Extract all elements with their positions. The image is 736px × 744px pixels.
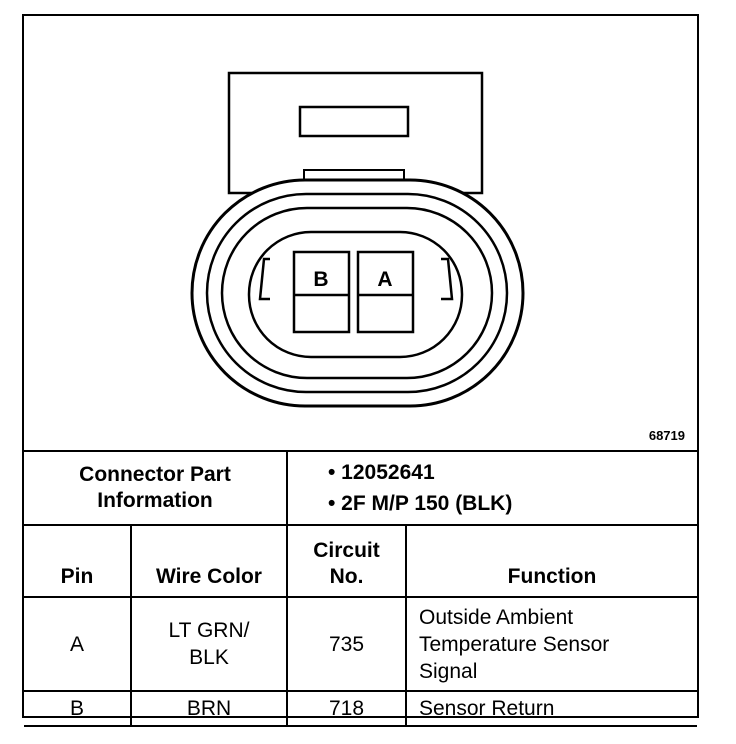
figure-id: 68719 — [648, 428, 685, 443]
connector-face — [247, 230, 464, 359]
table-header: Pin Wire Color Circuit No. Function — [24, 524, 697, 598]
right-key — [441, 257, 454, 301]
connector-seal-ring — [205, 192, 509, 394]
function-cell: Outside Ambient Temperature Sensor Signa… — [405, 596, 697, 692]
cavity-a-label: A — [377, 268, 392, 291]
part-description: • 2F M/P 150 (BLK) — [328, 492, 513, 515]
header-function: Function — [405, 524, 697, 598]
circuit-cell: 718 — [286, 690, 407, 727]
function-cell: Sensor Return — [405, 690, 697, 727]
part-number: • 12052641 — [328, 461, 435, 484]
wire-color-cell: LT GRN/ BLK — [130, 596, 288, 692]
wire-color-cell: BRN — [130, 690, 288, 727]
connector-table: Connector Part Information • 12052641 • … — [24, 450, 697, 727]
connector-part-values: • 12052641 • 2F M/P 150 (BLK) — [286, 450, 697, 526]
header-wire-color: Wire Color — [130, 524, 288, 598]
connector-part-label: Connector Part Information — [24, 450, 288, 526]
left-key — [258, 257, 270, 301]
cavity-b-label: B — [313, 268, 328, 291]
connector-inner-ring — [220, 206, 494, 380]
connector-lock-tab — [227, 71, 484, 195]
pin-cell: B — [24, 690, 132, 727]
header-circuit: Circuit No. — [286, 524, 407, 598]
connector-sheet: B A 68719 Connector Part Information • 1… — [22, 14, 699, 727]
table-row: B BRN 718 Sensor Return — [24, 690, 697, 727]
connector-drawing: B A — [190, 71, 525, 408]
cavity-b — [292, 250, 351, 334]
cavity-a — [356, 250, 415, 334]
lock-slot — [298, 105, 410, 138]
connector-part-row: Connector Part Information • 12052641 • … — [24, 450, 697, 526]
table-row: A LT GRN/ BLK 735 Outside Ambient Temper… — [24, 596, 697, 692]
header-pin: Pin — [24, 524, 132, 598]
pin-cell: A — [24, 596, 132, 692]
connector-figure: B A 68719 — [24, 16, 697, 450]
circuit-cell: 735 — [286, 596, 407, 692]
